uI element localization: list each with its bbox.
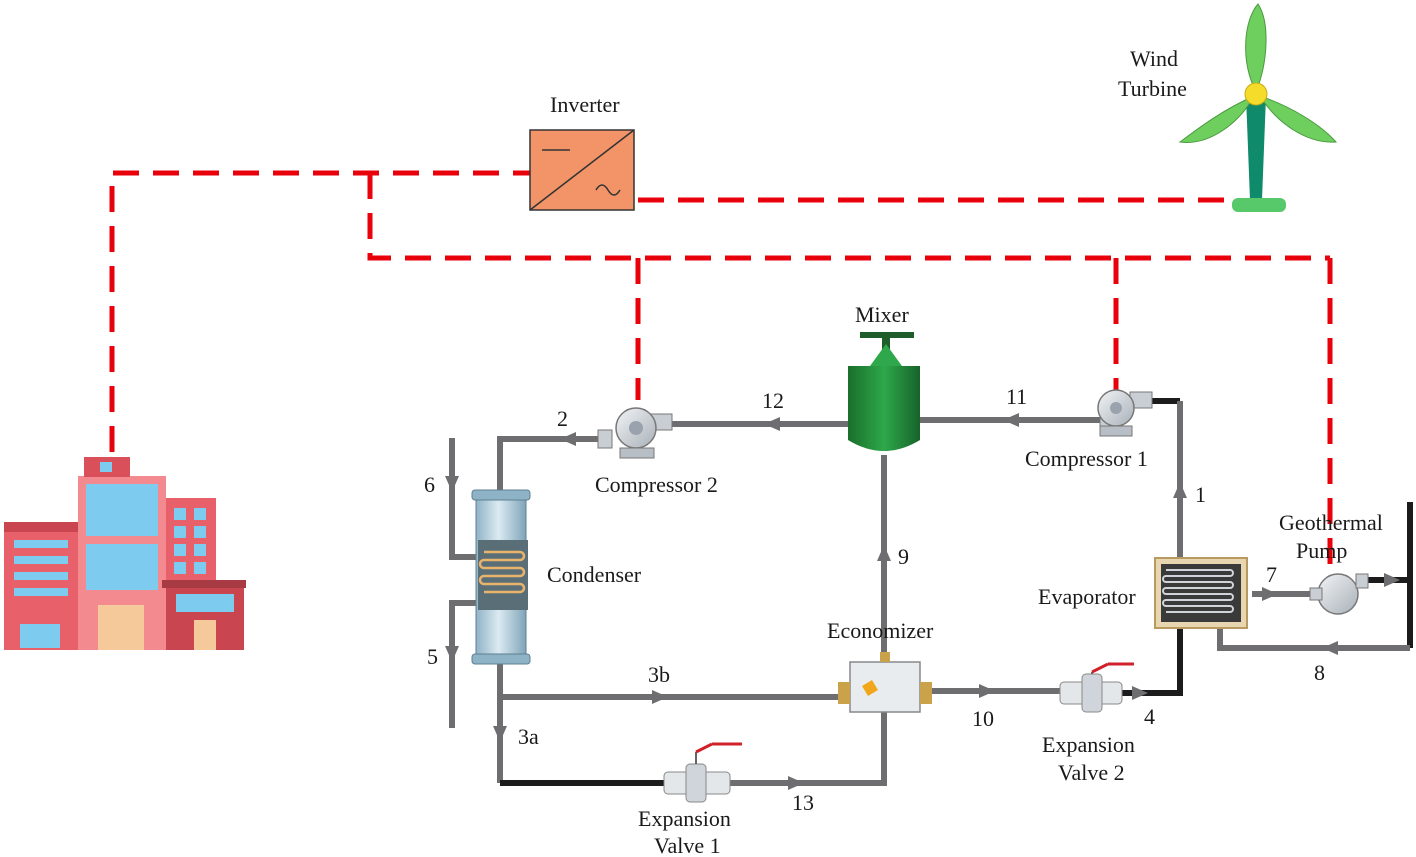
state-point-12: 12 <box>762 388 784 413</box>
arrow-7 <box>1262 587 1278 601</box>
economizer-icon <box>838 652 932 713</box>
arrow-2 <box>560 432 576 446</box>
economizer-label: Economizer <box>827 618 934 643</box>
expansion-valve-2-icon <box>1059 662 1134 713</box>
state-point-13: 13 <box>792 790 814 815</box>
state-point-11: 11 <box>1006 384 1027 409</box>
expansion-valve-2-label-2: Valve 2 <box>1058 760 1125 785</box>
electrical-lines <box>109 170 1333 570</box>
compressor-1-icon <box>1097 389 1153 437</box>
evaporator-label: Evaporator <box>1038 584 1136 609</box>
arrow-1 <box>1173 482 1187 498</box>
arrow-6 <box>445 476 459 492</box>
inverter-label: Inverter <box>550 92 620 117</box>
arrow-13 <box>788 776 804 790</box>
arrow-4 <box>1132 686 1148 700</box>
state-point-5: 5 <box>427 644 438 669</box>
mixer-label: Mixer <box>855 302 909 327</box>
evaporator-icon <box>1154 557 1248 629</box>
state-point-9: 9 <box>898 544 909 569</box>
arrow-9 <box>877 545 891 561</box>
expansion-valve-1-label-1: Expansion <box>638 806 731 831</box>
arrow-12 <box>764 417 780 431</box>
condenser-label: Condenser <box>547 562 642 587</box>
condenser-icon <box>471 489 531 665</box>
arrow-3a <box>493 726 507 742</box>
geothermal-pump-label-2: Pump <box>1296 538 1347 563</box>
state-point-1: 1 <box>1195 482 1206 507</box>
arrow-3b <box>652 690 668 704</box>
expansion-valve-2-label-1: Expansion <box>1042 732 1135 757</box>
arrow-5 <box>445 646 459 662</box>
mixer-icon <box>848 332 920 451</box>
wind-turbine-icon <box>1178 3 1338 212</box>
compressor-2-icon <box>597 407 673 459</box>
expansion-valve-1-label-2: Valve 1 <box>654 833 721 857</box>
arrow-pump-out <box>1384 573 1400 587</box>
arrow-11 <box>1003 413 1019 427</box>
flow-arrows <box>445 413 1400 790</box>
expansion-valve-1-icon <box>663 742 742 803</box>
pump-icon <box>1309 573 1369 615</box>
state-point-2: 2 <box>557 406 568 431</box>
state-point-3a: 3a <box>518 724 539 749</box>
building-icon <box>4 457 246 650</box>
state-point-8: 8 <box>1314 660 1325 685</box>
wind-turbine-label-2: Turbine <box>1118 76 1187 101</box>
state-point-3b: 3b <box>648 662 670 687</box>
arrow-8 <box>1322 641 1338 655</box>
state-point-4: 4 <box>1144 704 1155 729</box>
compressor-2-label: Compressor 2 <box>595 472 718 497</box>
compressor-1-label: Compressor 1 <box>1025 446 1148 471</box>
state-point-10: 10 <box>972 706 994 731</box>
state-point-6: 6 <box>424 472 435 497</box>
arrow-10 <box>979 684 995 698</box>
geothermal-pump-label-1: Geothermal <box>1279 510 1383 535</box>
state-point-7: 7 <box>1266 562 1277 587</box>
inverter-icon <box>529 129 635 211</box>
wind-turbine-label-1: Wind <box>1130 46 1178 71</box>
